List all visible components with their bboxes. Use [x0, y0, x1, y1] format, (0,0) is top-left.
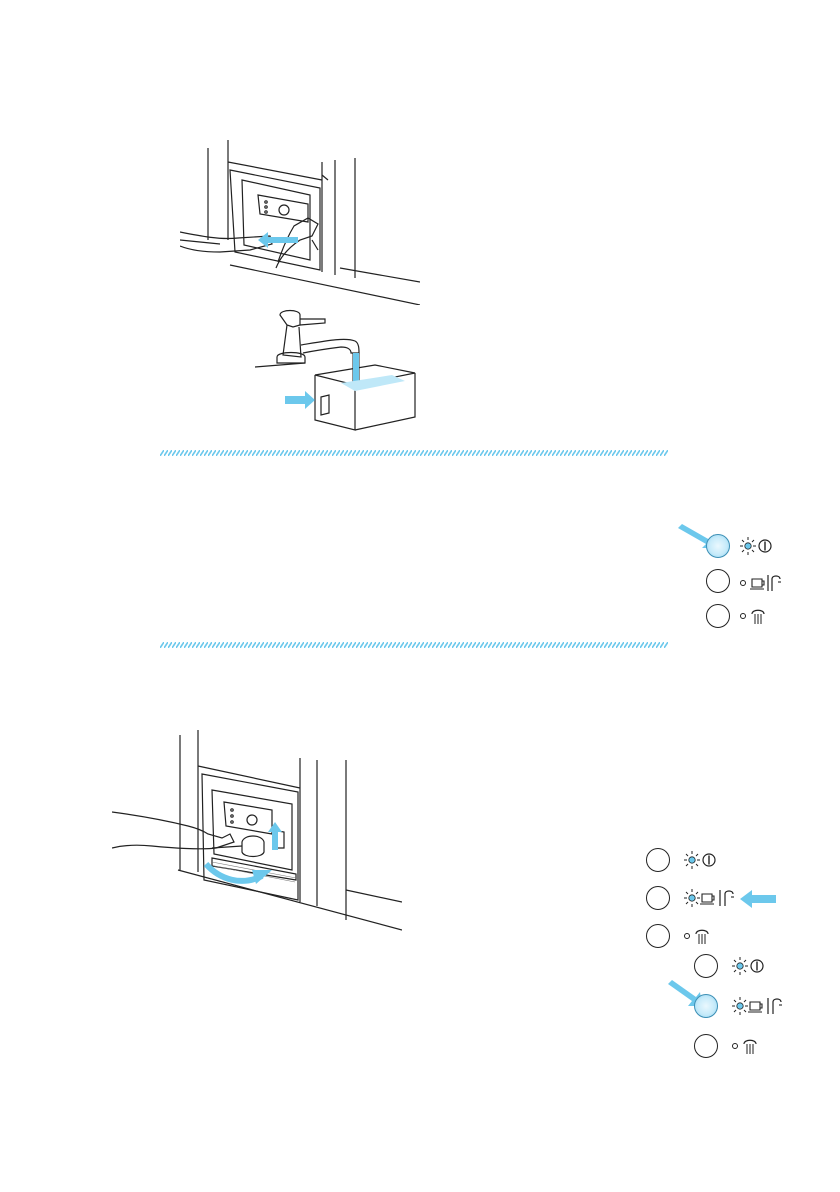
power-button[interactable]	[694, 954, 718, 978]
power-button[interactable]	[706, 534, 730, 558]
power-blinking-icon	[730, 954, 770, 978]
power-blinking-icon	[682, 848, 722, 872]
coffee-button[interactable]	[706, 569, 730, 593]
power-button[interactable]	[646, 848, 670, 872]
control-panel-brew	[664, 950, 804, 1062]
arrow-icon	[740, 890, 776, 908]
hot-water-icon	[682, 926, 718, 946]
coffee-steam-blinking-icon	[730, 994, 786, 1018]
hot-water-button[interactable]	[706, 604, 730, 628]
coffee-steam-blinking-icon	[682, 886, 738, 910]
hot-water-button[interactable]	[646, 924, 670, 948]
coffee-steam-icon	[738, 571, 782, 593]
power-blinking-icon	[738, 534, 778, 558]
section-divider	[160, 642, 668, 648]
coffee-button[interactable]	[646, 886, 670, 910]
fill-water-tank-illustration	[255, 305, 430, 435]
section-divider	[160, 450, 668, 456]
remove-water-tank-illustration	[180, 140, 420, 305]
hot-water-icon	[730, 1036, 766, 1056]
control-panel-ready	[630, 842, 800, 952]
coffee-button[interactable]	[694, 994, 718, 1018]
insert-filter-holder-illustration	[112, 730, 402, 935]
hot-water-icon	[738, 606, 774, 626]
hot-water-button[interactable]	[694, 1034, 718, 1058]
control-panel-power	[668, 520, 798, 630]
